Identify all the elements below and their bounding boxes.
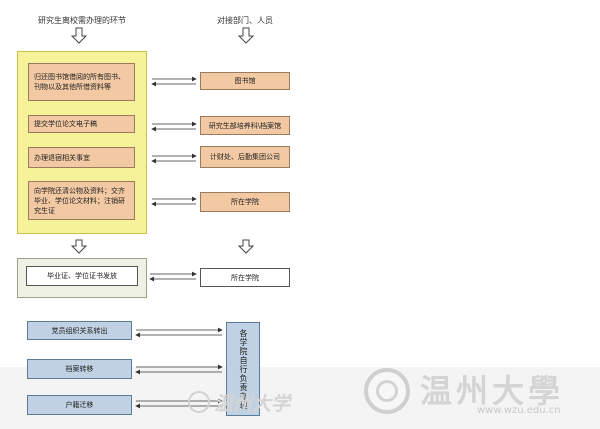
left-column-header: 研究生离校需办理的环节 bbox=[38, 16, 126, 25]
step-label: 户籍迁移 bbox=[65, 401, 94, 409]
step-label: 向学院还清公物及资料；交齐毕业、学位论文材料；注销研究生证 bbox=[34, 186, 125, 215]
dept-library: 图书馆 bbox=[200, 72, 290, 90]
step-label: 归还图书馆借阅的所有图书、刊物以及其他所借资料等 bbox=[34, 73, 125, 91]
university-seal-large-icon bbox=[364, 368, 410, 414]
down-arrow-icon bbox=[237, 27, 255, 44]
dept-label: 图书馆 bbox=[234, 77, 256, 85]
step-archive-transfer: 档案转移 bbox=[27, 359, 132, 379]
dept-college-self-handled: 各学院自行负责办理 bbox=[226, 322, 260, 416]
down-arrow-icon bbox=[70, 27, 88, 44]
seal-inner-ring bbox=[376, 380, 398, 402]
dept-label: 所在学院 bbox=[231, 273, 259, 282]
dept-graduate-archives: 研究生部培养科\档案馆 bbox=[200, 116, 290, 135]
step-label: 党员组织关系转出 bbox=[51, 326, 108, 335]
step-submit-thesis: 提交学位论文电子稿 bbox=[28, 115, 135, 133]
dept-label: 计财处、后勤集团公司 bbox=[210, 153, 280, 161]
down-arrow-icon bbox=[70, 239, 88, 254]
watermark-logo-large: 温州大學 bbox=[420, 372, 565, 410]
step-return-library-materials: 归还图书馆借阅的所有图书、刊物以及其他所借资料等 bbox=[28, 63, 135, 101]
down-arrow-icon bbox=[237, 239, 255, 254]
dept-label-vertical: 各学院自行负责办理 bbox=[239, 328, 248, 410]
step-label: 提交学位论文电子稿 bbox=[34, 120, 97, 128]
right-column-header: 对接部门、人员 bbox=[217, 16, 273, 25]
step-label: 档案转移 bbox=[65, 365, 94, 373]
watermark-url: www.wzu.edu.cn bbox=[477, 405, 561, 416]
step-household-migration: 户籍迁移 bbox=[27, 395, 132, 415]
dept-college: 所在学院 bbox=[200, 192, 290, 212]
dept-finance-logistics: 计财处、后勤集团公司 bbox=[200, 146, 290, 168]
watermark-logo-small: 温州大学 bbox=[214, 393, 291, 415]
step-party-transfer: 党员组织关系转出 bbox=[27, 321, 132, 340]
dept-label: 所在学院 bbox=[231, 198, 259, 206]
step-certificate-issue: 毕业证、学位证书发放 bbox=[26, 266, 138, 286]
step-label: 办理退宿相关事宜 bbox=[34, 153, 90, 162]
step-college-clearance: 向学院还清公物及资料；交齐毕业、学位论文材料；注销研究生证 bbox=[28, 181, 135, 220]
step-label: 毕业证、学位证书发放 bbox=[47, 272, 117, 280]
university-seal-icon bbox=[188, 391, 210, 413]
step-dormitory-checkout: 办理退宿相关事宜 bbox=[28, 147, 135, 168]
dept-college-certificate: 所在学院 bbox=[200, 268, 290, 287]
dept-label: 研究生部培养科\档案馆 bbox=[208, 121, 282, 130]
